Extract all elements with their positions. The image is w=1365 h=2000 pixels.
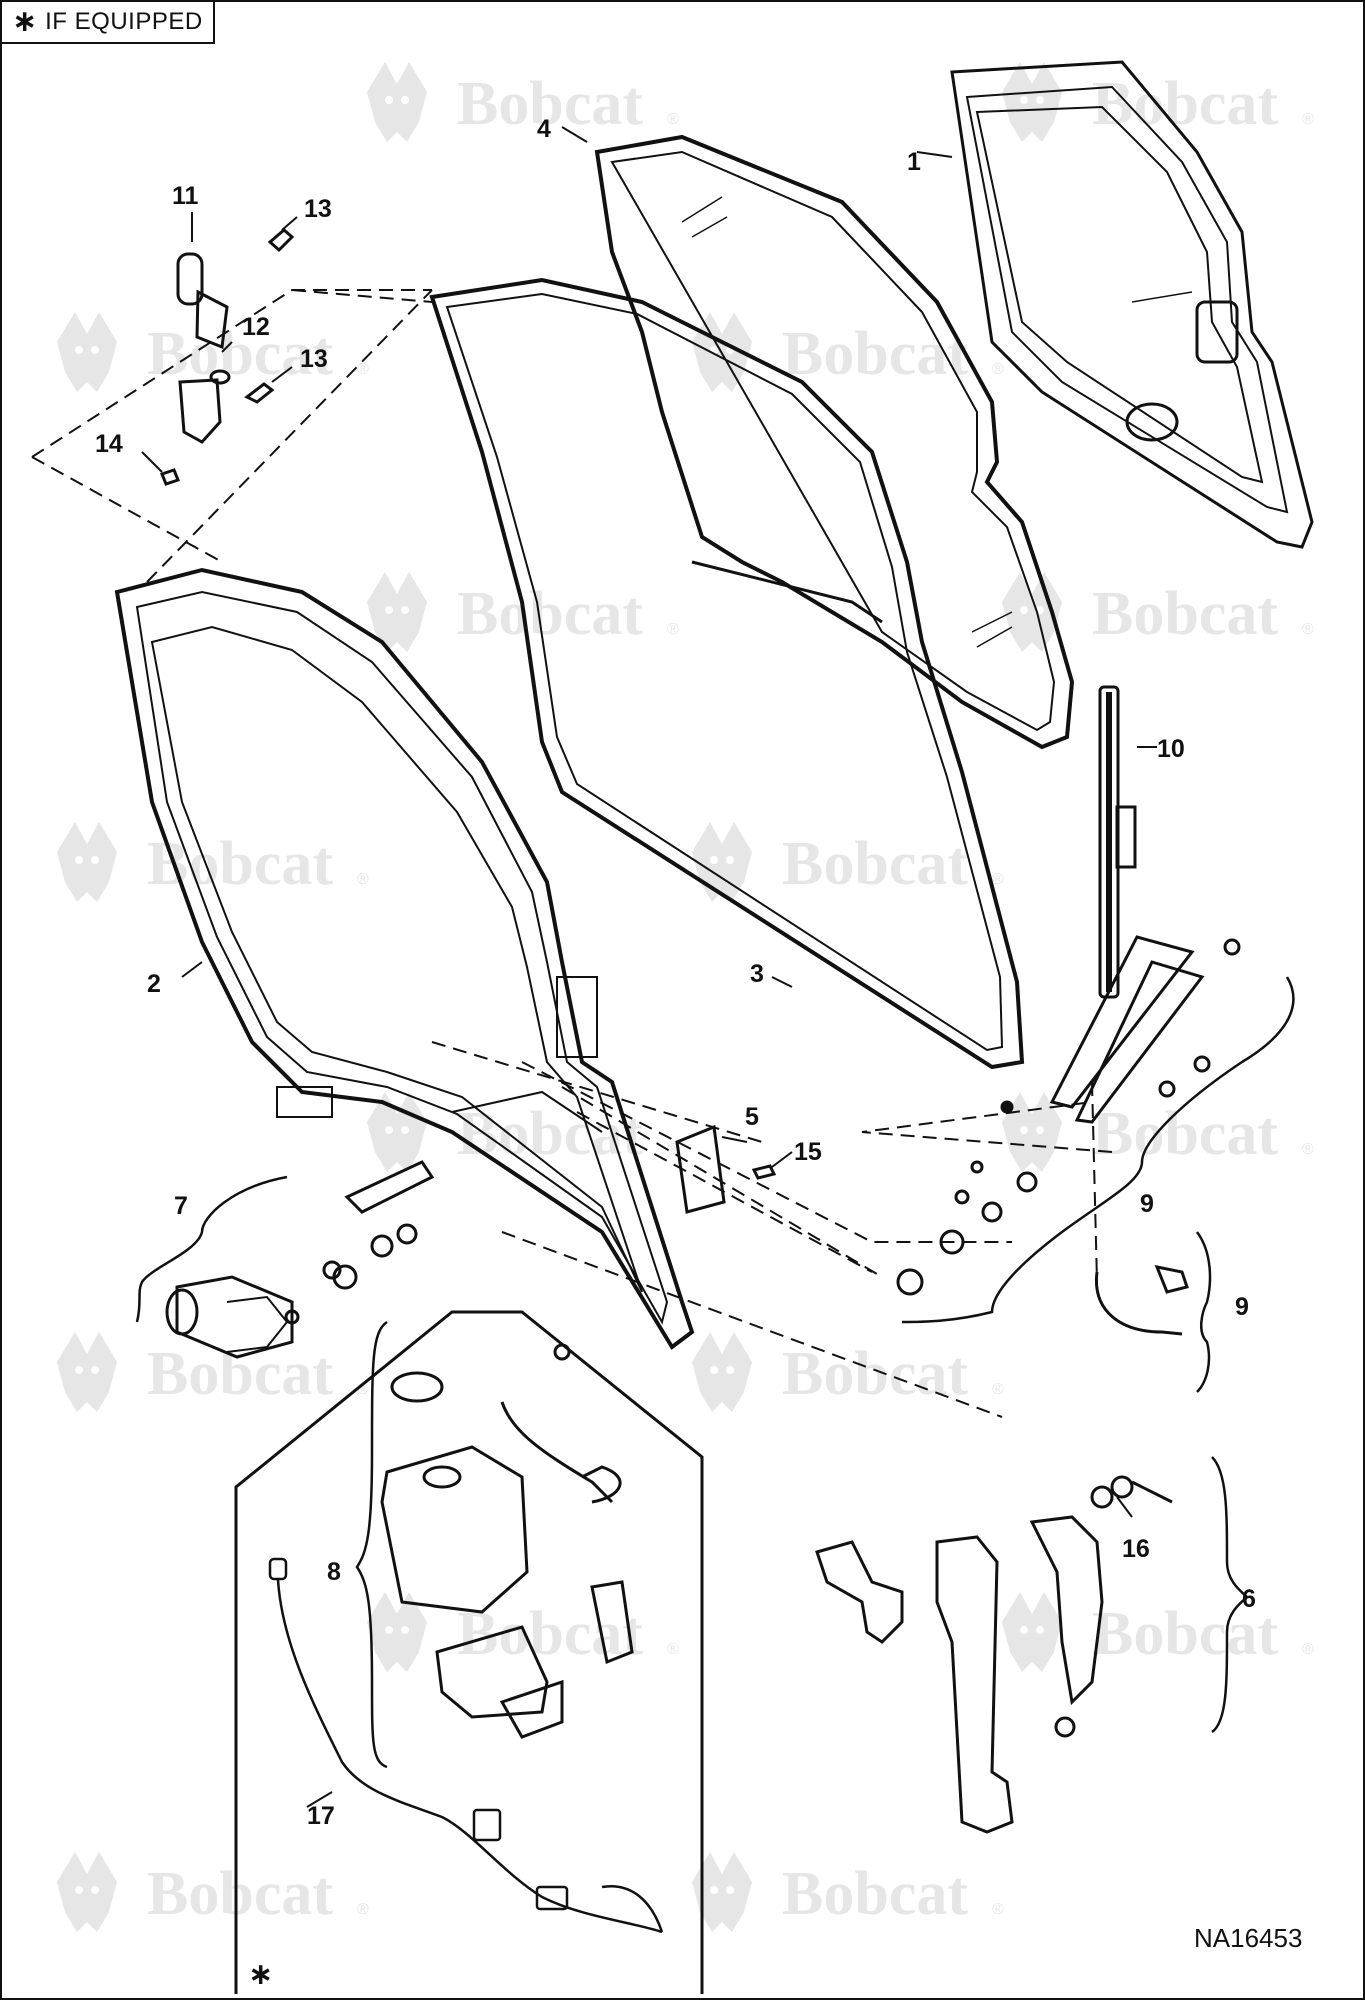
watermark-reg: ® [1302, 1141, 1314, 1158]
callout-10: 10 [1157, 735, 1185, 763]
callout-12: 12 [242, 313, 270, 341]
bobcat-logo-icon [1002, 1592, 1062, 1672]
bobcat-watermark: Bobcat ® [367, 62, 679, 142]
bobcat-logo-icon [57, 1852, 117, 1932]
bobcat-watermark: Bobcat ® [692, 1852, 1004, 1932]
watermark-brand: Bobcat [147, 830, 333, 898]
washer-harness-17 [268, 1557, 664, 1934]
bracket-5 [675, 1124, 777, 1214]
callout-6: 6 [1242, 1585, 1256, 1613]
bobcat-logo-icon [1002, 62, 1062, 142]
bobcat-watermark: Bobcat ® [1002, 62, 1314, 142]
watermark-brand: Bobcat [147, 320, 333, 388]
door-frame-2 [114, 567, 695, 1350]
watermark-reg: ® [992, 1381, 1004, 1398]
bobcat-watermark: Bobcat ® [1002, 1592, 1314, 1672]
wiper-blade-10 [1098, 685, 1137, 999]
watermark-reg: ® [1302, 1641, 1314, 1658]
door-seal-3 [429, 277, 1025, 1070]
bobcat-watermark: Bobcat ® [57, 1852, 369, 1932]
bobcat-watermark: Bobcat ® [1002, 1092, 1314, 1172]
bobcat-watermark: Bobcat ® [57, 822, 369, 902]
bobcat-logo-icon [367, 62, 427, 142]
callout-3: 3 [750, 960, 764, 988]
watermark-reg: ® [667, 111, 679, 128]
bobcat-watermark: Bobcat ® [692, 312, 1004, 392]
watermark-brand: Bobcat [1092, 1600, 1278, 1668]
if-equipped-label: IF EQUIPPED [45, 8, 203, 35]
bobcat-watermark: Bobcat ® [1002, 572, 1314, 652]
callout-15: 15 [794, 1138, 822, 1166]
watermark-reg: ® [992, 871, 1004, 888]
bobcat-logo-icon [692, 822, 752, 902]
watermark-reg: ® [992, 361, 1004, 378]
watermark-reg: ® [357, 1901, 369, 1918]
bobcat-watermark: Bobcat ® [367, 572, 679, 652]
if-equipped-legend: ∗ IF EQUIPPED [2, 2, 215, 44]
watermark-reg: ® [667, 1641, 679, 1658]
watermark-reg: ® [1302, 621, 1314, 638]
watermark-reg: ® [667, 621, 679, 638]
watermark-reg: ® [357, 871, 369, 888]
leader-lines [141, 126, 1157, 1808]
watermark-brand: Bobcat [782, 1860, 968, 1928]
callout-2: 2 [147, 970, 161, 998]
group-braces [135, 976, 1295, 1769]
watermark-reg: ® [1302, 111, 1314, 128]
bobcat-watermark: Bobcat ® [692, 822, 1004, 902]
callout-13b: 13 [300, 345, 328, 373]
watermark-brand: Bobcat [147, 1860, 333, 1928]
callout-13a: 13 [304, 195, 332, 223]
watermark-layer: Bobcat ® Bobcat ® Bobcat ® Bobcat ® Bobcat ® Bobca… [57, 62, 1314, 1932]
bobcat-logo-icon [367, 1092, 427, 1172]
hinge-set-11-14 [160, 228, 295, 486]
door-glass-4 [594, 134, 1075, 750]
watermark-brand: Bobcat [1092, 580, 1278, 648]
callout-7: 7 [174, 1192, 188, 1220]
bobcat-logo-icon [57, 312, 117, 392]
bobcat-logo-icon [692, 1332, 752, 1412]
washer-bottle-8 [380, 1343, 634, 1739]
door-frame-assembly-1 [950, 60, 1314, 549]
washer-kit-inset [234, 1310, 704, 1994]
watermark-brand: Bobcat [782, 320, 968, 388]
watermark-brand: Bobcat [1092, 1100, 1278, 1168]
wiper-arm-9 [896, 935, 1241, 1336]
watermark-reg: ® [992, 1901, 1004, 1918]
watermark-brand: Bobcat [782, 1340, 968, 1408]
watermark-brand: Bobcat [457, 580, 643, 648]
bobcat-logo-icon [57, 1332, 117, 1412]
callout-9a: 9 [1140, 1190, 1154, 1218]
bobcat-watermark: Bobcat® [57, 1332, 369, 1412]
wiper-motor-7 [165, 1160, 435, 1359]
bobcat-watermark: Bobcat ® [692, 1332, 1004, 1412]
drawing-code: NA16453 [1194, 1923, 1302, 1953]
callout-17: 17 [307, 1802, 335, 1830]
callout-16: 16 [1122, 1535, 1150, 1563]
callout-11: 11 [172, 182, 199, 210]
watermark-brand: Bobcat [457, 70, 643, 138]
watermark-brand: Bobcat [1092, 70, 1278, 138]
watermark-reg: ® [357, 361, 369, 378]
bobcat-watermark: Bobcat ® [367, 1592, 679, 1672]
inset-asterisk-icon: ∗ [248, 1958, 273, 1991]
bobcat-watermark: Bobcat ® [57, 312, 369, 392]
callout-5: 5 [745, 1103, 759, 1131]
door-latch-6 [815, 1475, 1173, 1834]
callout-1: 1 [907, 148, 921, 176]
watermark-brand: Bobcat [782, 830, 968, 898]
callout-9b: 9 [1235, 1293, 1249, 1321]
callout-8: 8 [327, 1558, 341, 1586]
bobcat-logo-icon [57, 822, 117, 902]
watermark-brand: Bobcat [457, 1600, 643, 1668]
callout-14: 14 [95, 430, 123, 458]
asterisk-icon: ∗ [12, 5, 38, 38]
callout-4: 4 [537, 115, 551, 143]
